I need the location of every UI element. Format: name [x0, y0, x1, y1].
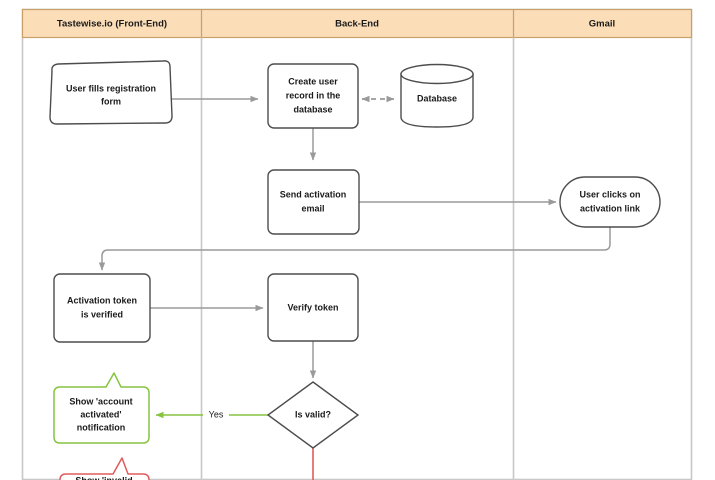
invalid-notification-label-line1: Show 'invalid	[75, 475, 132, 480]
node-is-valid[interactable]: Is valid?	[266, 381, 360, 449]
create-user-record-label-line1: Create user	[288, 76, 338, 86]
activation-token-verified-label-line2: is verified	[81, 309, 123, 319]
is-valid-label: Is valid?	[295, 409, 331, 419]
node-account-activated-notification[interactable]: Show 'account activated' notification	[53, 372, 150, 444]
node-send-activation-email[interactable]: Send activation email	[267, 169, 360, 235]
verify-token-shape	[267, 273, 359, 342]
node-verify-token[interactable]: Verify token	[267, 273, 359, 342]
lane-header-backend: Back-End	[335, 19, 379, 30]
node-activation-token-verified[interactable]: Activation token is verified	[53, 273, 151, 343]
send-activation-email-shape	[267, 169, 360, 235]
edge-label-yes-backdrop	[203, 407, 229, 423]
lane-header-band	[21, 8, 693, 39]
create-user-record-label-line2: record in the	[286, 90, 341, 100]
account-activated-label-line3: notification	[77, 422, 126, 432]
registration-form-shape	[49, 60, 173, 125]
send-activation-email-label-line2: email	[301, 203, 324, 213]
create-user-record-label-line3: database	[293, 104, 332, 114]
account-activated-notification-shape	[53, 372, 150, 444]
node-registration-form[interactable]: User fills registration form	[49, 60, 173, 125]
account-activated-label-line2: activated'	[80, 409, 121, 419]
database-body	[400, 73, 474, 128]
send-activation-email-label-line1: Send activation	[280, 189, 347, 199]
edges-layer: Yes	[98, 95, 611, 480]
node-user-clicks-link[interactable]: User clicks on activation link	[559, 176, 661, 228]
edge-clicks-to-token	[98, 227, 611, 271]
verify-token-label: Verify token	[287, 302, 338, 312]
lane-header-gmail: Gmail	[589, 19, 615, 30]
user-clicks-link-label-line1: User clicks on	[579, 189, 640, 199]
edge-label-yes: Yes	[209, 409, 224, 419]
user-clicks-link-label-line2: activation link	[580, 203, 641, 213]
create-user-record-shape	[267, 63, 359, 129]
node-database[interactable]: Database	[400, 63, 474, 128]
database-top-ellipse	[400, 63, 474, 85]
registration-form-label-line1: User fills registration	[66, 83, 156, 93]
user-clicks-link-shape	[559, 176, 661, 228]
node-create-user-record[interactable]: Create user record in the database	[267, 63, 359, 129]
node-invalid-notification[interactable]: Show 'invalid	[59, 457, 150, 480]
activation-token-verified-label-line1: Activation token	[67, 295, 137, 305]
account-activated-label-line1: Show 'account	[69, 396, 132, 406]
activation-token-verified-shape	[53, 273, 151, 343]
registration-form-label-line2: form	[101, 96, 121, 106]
database-label: Database	[417, 93, 457, 103]
is-valid-shape	[266, 381, 360, 449]
invalid-notification-shape	[59, 457, 150, 480]
lane-header-frontend: Tastewise.io (Front-End)	[57, 19, 167, 30]
